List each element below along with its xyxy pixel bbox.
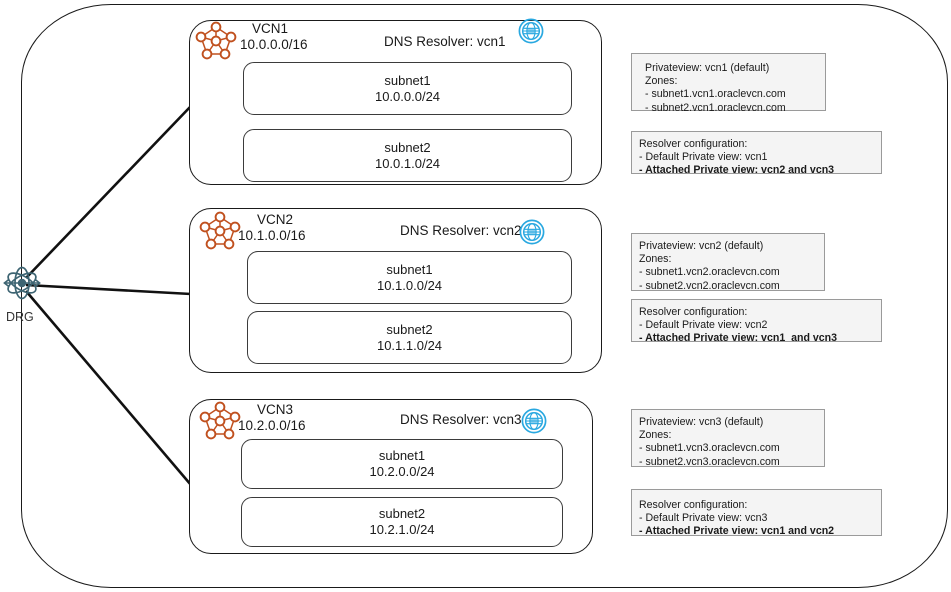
note-line: Privateview: vcn1 (default) [645, 62, 770, 74]
note-line: - Attached Private view: vcn2 and vcn3 [639, 164, 835, 177]
note-line: Resolver configuration: [639, 138, 748, 150]
drg-label: DRG [6, 310, 34, 324]
subnet-cidr: 10.2.1.0/24 [369, 522, 435, 537]
note-line: - Attached Private view: vcn1 and vcn3 [639, 332, 838, 345]
note-line: - subnet2.vcn1.oraclevcn.com [645, 101, 786, 114]
drg-icon [2, 263, 42, 303]
vcn-cidr-3: 10.2.0.0/16 [238, 418, 306, 433]
privateview-note-2: Privateview: vcn2 (default) Zones: - sub… [631, 233, 825, 292]
vcn-network-icon [198, 400, 242, 442]
subnet-name: subnet2 [386, 321, 433, 337]
note-line: - Default Private view: vcn3 [639, 512, 768, 525]
subnet-name: subnet1 [378, 448, 426, 463]
subnet-box[interactable]: subnet2 10.0.1.0/24 [243, 129, 572, 182]
subnet-cidr: 10.1.1.0/24 [376, 337, 443, 353]
subnet-name: subnet2 [384, 139, 431, 155]
vcn-network-icon [198, 210, 242, 252]
resolver-config-note-1: Resolver configuration: - Default Privat… [631, 131, 882, 177]
note-line: Zones: [639, 253, 672, 266]
dns-resolver-label-2: DNS Resolver: vcn2 [400, 223, 522, 238]
note-line: - subnet2.vcn2.oraclevcn.com [639, 279, 780, 292]
dns-resolver-icon [521, 408, 547, 434]
privateview-note-3: Privateview: vcn3 (default) Zones: - sub… [631, 409, 825, 468]
subnet-cidr: 10.2.0.0/24 [369, 464, 435, 479]
vcn-title-1: VCN1 [251, 21, 288, 36]
vcn-cidr-2: 10.1.0.0/16 [238, 228, 306, 243]
dns-resolver-label-1: DNS Resolver: vcn1 [384, 34, 506, 49]
subnet-cidr: 10.0.0.0/24 [374, 88, 441, 104]
vcn-title-3: VCN3 [256, 402, 293, 417]
note-line: - subnet2.vcn3.oraclevcn.com [639, 455, 780, 468]
subnet-box[interactable]: subnet2 10.1.1.0/24 [247, 311, 572, 364]
region-boundary [21, 4, 948, 588]
subnet-box[interactable]: subnet2 10.2.1.0/24 [241, 497, 563, 547]
resolver-config-note-2: Resolver configuration: - Default Privat… [631, 299, 882, 345]
dns-resolver-label-3: DNS Resolver: vcn3 [400, 412, 522, 427]
subnet-name: subnet1 [386, 261, 433, 277]
note-line: - subnet1.vcn2.oraclevcn.com [639, 266, 780, 279]
subnet-cidr: 10.0.1.0/24 [374, 155, 441, 171]
note-line: - Default Private view: vcn2 [639, 319, 768, 332]
subnet-box[interactable]: subnet1 10.0.0.0/24 [243, 62, 572, 115]
subnet-name: subnet2 [378, 506, 426, 521]
subnet-name: subnet1 [384, 72, 431, 88]
subnet-cidr: 10.1.0.0/24 [376, 277, 443, 293]
note-line: Zones: [639, 429, 672, 442]
vcn-network-icon [194, 20, 238, 62]
privateview-note-1: Privateview: vcn1 (default) Zones: - sub… [631, 53, 826, 114]
dns-resolver-icon [518, 18, 544, 44]
subnet-box[interactable]: subnet1 10.2.0.0/24 [241, 439, 563, 489]
note-line: Zones: [645, 75, 678, 88]
note-line: Resolver configuration: [639, 306, 748, 318]
note-line: - subnet1.vcn3.oraclevcn.com [639, 442, 780, 455]
note-line: Privateview: vcn3 (default) [639, 416, 764, 428]
note-line: - Attached Private view: vcn1 and vcn2 [639, 525, 835, 538]
vcn-cidr-1: 10.0.0.0/16 [240, 37, 308, 52]
dns-resolver-icon [519, 219, 545, 245]
note-line: - subnet1.vcn1.oraclevcn.com [645, 88, 786, 101]
vcn-title-2: VCN2 [256, 212, 293, 227]
resolver-config-note-3: Resolver configuration: - Default Privat… [631, 489, 882, 538]
note-line: Privateview: vcn2 (default) [639, 240, 764, 252]
subnet-box[interactable]: subnet1 10.1.0.0/24 [247, 251, 572, 304]
note-line: - Default Private view: vcn1 [639, 151, 768, 164]
note-line: Resolver configuration: [639, 499, 748, 511]
